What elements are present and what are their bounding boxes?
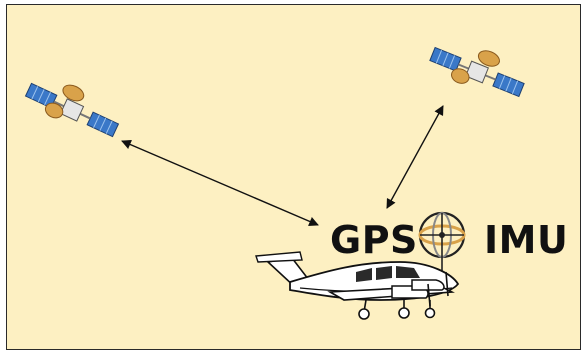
satellite-left-icon: [22, 69, 125, 144]
imu-label: IMU: [484, 218, 568, 262]
satellite-right-icon: [426, 32, 530, 106]
right-satellite-link-arrow: [387, 106, 443, 208]
left-satellite-link-arrow: [122, 141, 318, 225]
gps-label: GPS: [330, 218, 418, 262]
twin-engine-airplane-icon: [256, 252, 458, 319]
